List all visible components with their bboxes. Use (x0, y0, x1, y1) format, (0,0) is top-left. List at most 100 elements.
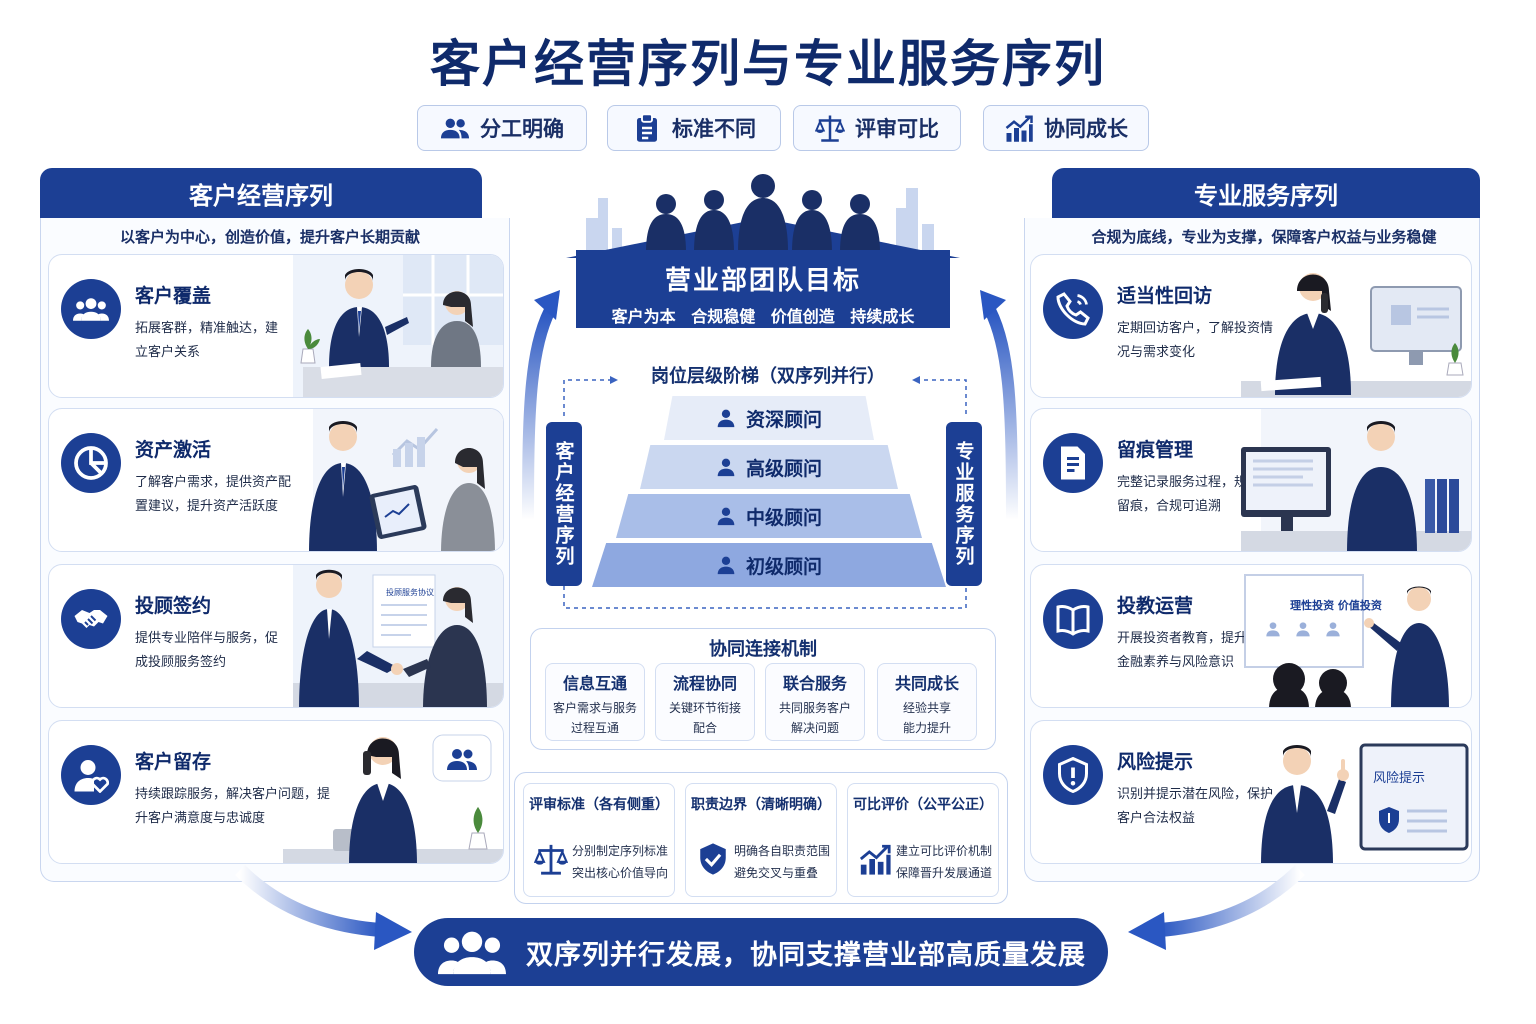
review-standard: 评审标准（各有侧重） 分别制定序列标准突出核心价值导向 (523, 783, 675, 897)
meeting-scene-illustration (293, 255, 503, 397)
page-title: 客户经营序列与专业服务序列 (430, 35, 1106, 93)
bottom-flow-arrows (235, 865, 1305, 950)
callback-scene-illustration (1241, 273, 1471, 397)
mechanism-item-title: 信息互通 (562, 674, 627, 693)
agreement-doc-label: 投顾服务协议 (386, 588, 434, 597)
footer-banner: 双序列并行发展，协同支撑营业部高质量发展 (414, 918, 1108, 986)
collaboration-mechanism: 协同连接机制 信息互通 客户需求与服务过程互通 流程协同 关键环节衔接配合 联合… (530, 628, 996, 750)
ladder-step-advanced: 高级顾问 (640, 445, 898, 489)
review-item-title: 可比评价（公平公正） (853, 797, 993, 813)
review-item-desc: 明确各自职责范围 (734, 844, 831, 858)
team-goal-title: 营业部团队目标 (664, 266, 861, 296)
mechanism-item-desc: 客户需求与服务 (552, 701, 637, 715)
shield-alert-icon (1058, 757, 1088, 793)
card-title: 资产激活 (135, 439, 212, 461)
group-icon (438, 927, 506, 977)
card-icon-bg (1043, 589, 1103, 649)
card-icon-bg (1043, 745, 1103, 805)
people-icon (440, 113, 470, 143)
flow-arrows (522, 290, 1018, 520)
mechanism-item-title: 流程协同 (672, 674, 737, 693)
card-risk-warning: 风险提示 识别并提示潜在风险，保护客户合法权益 风险提示 (1030, 720, 1472, 864)
clipboard-icon (637, 113, 657, 142)
card-description: 定期回访客户，了解投资情况与需求变化 (1117, 321, 1274, 360)
person-icon (716, 457, 736, 477)
growth-chart-icon (1005, 115, 1033, 142)
ladder-title: 岗位层级阶梯（双序列并行） (651, 366, 885, 387)
step-label: 中级顾问 (745, 506, 822, 529)
card-title: 客户留存 (135, 751, 212, 773)
computer-record-illustration (1241, 409, 1471, 551)
mechanism-joint-service: 联合服务 共同服务客户解决问题 (765, 663, 865, 741)
mechanism-item-desc: 过程互通 (570, 721, 619, 735)
card-description: 了解客户需求，提供资产配置建议，提升资产活跃度 (135, 475, 292, 514)
right-column-subtitle: 合规为底线，专业为支撑，保障客户权益与业务稳健 (1091, 228, 1437, 246)
heart-user-icon (74, 760, 109, 793)
card-advisory-contract: 投顾签约 提供专业陪伴与服务，促成投顾服务签约 投顾服务协议 (48, 564, 504, 708)
card-asset-activation: 资产激活 了解客户需求，提供资产配置建议，提升资产活跃度 (48, 408, 504, 552)
mechanism-process-coordination: 流程协同 关键环节衔接配合 (655, 663, 755, 741)
tag-growth: 协同成长 (983, 105, 1149, 151)
team-goal-box: 营业部团队目标 客户为本 合规稳健 价值创造 持续成长 (576, 250, 950, 328)
card-icon-bg (61, 745, 121, 805)
review-item-desc: 避免交叉与重叠 (734, 866, 819, 880)
card-record-management: 留痕管理 完整记录服务过程，规范留痕，合规可追溯 (1030, 408, 1472, 552)
phone-service-illustration (283, 734, 503, 863)
card-description: 提供专业陪伴与服务，促成投顾服务签约 (135, 631, 279, 670)
group-icon (73, 291, 109, 327)
ladder-step-intermediate: 中级顾问 (616, 494, 922, 538)
team-skyline-illustration (566, 174, 960, 258)
card-customer-retention: 客户留存 持续跟踪服务，解决客户问题，提升客户满意度与忠诚度 (48, 720, 504, 864)
mechanism-item-desc: 共同服务客户 (778, 701, 851, 715)
step-label: 资深顾问 (745, 408, 822, 431)
tag-label: 协同成长 (1044, 117, 1128, 141)
ladder-right-label: 专业服务序列 (946, 422, 982, 586)
mechanism-item-desc: 经验共享 (902, 701, 951, 715)
risk-board-illustration (1261, 743, 1469, 863)
presentation-illustration (1244, 574, 1449, 707)
mechanism-item-desc: 关键环节衔接 (668, 701, 741, 715)
footer-text: 双序列并行发展，协同支撑营业部高质量发展 (526, 939, 1086, 971)
card-description: 识别并提示潜在风险，保护客户合法权益 (1117, 787, 1274, 826)
mechanism-item-desc: 能力提升 (902, 721, 951, 735)
card-suitability-callback: 适当性回访 定期回访客户，了解投资情况与需求变化 (1030, 254, 1472, 398)
person-icon (716, 555, 736, 575)
review-item-title: 职责边界（清晰明确） (691, 797, 831, 813)
tag-standard: 标准不同 (607, 105, 781, 151)
card-description: 开展投资者教育，提升客户金融素养与风险意识 (1117, 631, 1274, 670)
mechanism-item-desc: 配合 (692, 721, 717, 735)
tag-label: 分工明确 (480, 117, 564, 141)
tag-label: 评审可比 (855, 117, 939, 141)
team-goal-subtitle: 客户为本 合规稳健 价值创造 持续成长 (611, 307, 915, 326)
card-description: 拓展客群，精准触达，建立客户关系 (135, 321, 279, 360)
mechanism-shared-growth: 共同成长 经验共享能力提升 (877, 663, 977, 741)
ladder-step-senior: 资深顾问 (664, 396, 874, 440)
scale-icon (815, 115, 845, 142)
phone-icon (1056, 292, 1090, 326)
book-icon (1056, 604, 1090, 636)
review-comparable: 可比评价（公平公正） 建立可比评价机制保障晋升发展通道 (847, 783, 999, 897)
left-column-subtitle: 以客户为中心，创造价值，提升客户长期贡献 (119, 228, 420, 246)
card-title: 投教运营 (1117, 595, 1194, 617)
review-item-desc: 分别制定序列标准 (572, 844, 669, 858)
scale-icon (534, 844, 568, 875)
mechanism-info-sharing: 信息互通 客户需求与服务过程互通 (545, 663, 645, 741)
mechanism-title: 协同连接机制 (709, 639, 817, 660)
card-icon-bg (1043, 279, 1103, 339)
review-item-desc: 保障晋升发展通道 (896, 866, 993, 880)
review-responsibility: 职责边界（清晰明确） 明确各自职责范围避免交叉与重叠 (685, 783, 837, 897)
mechanism-item-title: 共同成长 (894, 674, 959, 693)
card-icon-bg (61, 589, 121, 649)
ladder-left-label: 客户经营序列 (546, 422, 582, 586)
mechanism-item-title: 联合服务 (782, 674, 847, 693)
pie-chart-icon (74, 446, 108, 480)
mechanism-item-desc: 解决问题 (790, 721, 839, 735)
card-icon-bg (61, 279, 121, 339)
card-title: 风险提示 (1117, 751, 1194, 773)
review-item-desc: 突出核心价值导向 (572, 866, 669, 880)
card-customer-coverage: 客户覆盖 拓展客群，精准触达，建立客户关系 (48, 254, 504, 398)
ladder-step-junior: 初级顾问 (592, 543, 946, 587)
review-item-title: 评审标准（各有侧重） (529, 797, 669, 813)
shield-check-icon (700, 843, 726, 875)
card-title: 适当性回访 (1117, 285, 1213, 307)
